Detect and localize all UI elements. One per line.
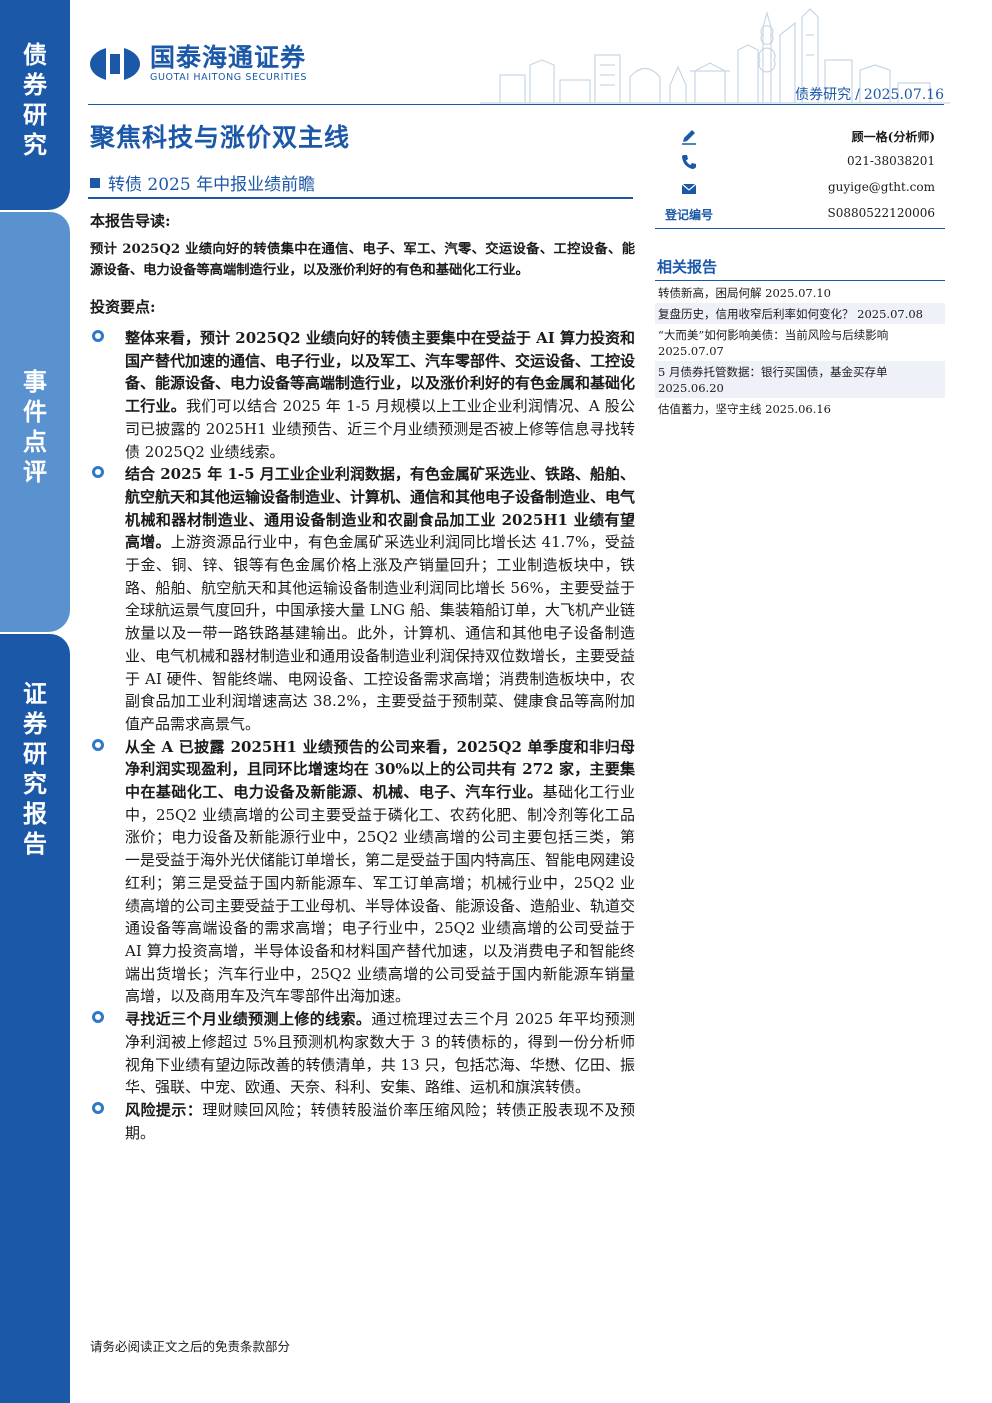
circle-bullet-icon xyxy=(92,1101,104,1114)
sidebar-char: 究 xyxy=(23,131,47,159)
key-point-text: 理财赎回风险；转债转股溢价率压缩风险；转债正股表现不及预期。 xyxy=(125,1100,635,1142)
analyst-info: 顾一格(分析师) 021-38038201 guyige@gtht.com 登记… xyxy=(655,125,945,229)
key-points-list: 整体来看，预计 2025Q2 业绩向好的转债主要集中在受益于 AI 算力投资和国… xyxy=(90,327,635,1144)
key-point-bold: 风险提示： xyxy=(125,1100,203,1119)
sidebar-category-event-comment: 事 件 点 评 xyxy=(0,212,70,632)
related-report-item[interactable]: 5 月债券托管数据：银行买国债，基金买存单 2025.06.20 xyxy=(655,361,945,398)
circle-bullet-icon xyxy=(92,738,104,751)
brand-name-cn: 国泰海通证券 xyxy=(150,43,307,72)
key-point-bold: 结合 2025 年 1-5 月工业企业利润数据，有色金属矿采选业、铁路、船舶、航… xyxy=(125,465,636,552)
report-subtitle: 转债 2025 年中报业绩前瞻 xyxy=(90,170,315,195)
title-divider xyxy=(88,197,633,199)
registration-number: S0880522120006 xyxy=(827,206,935,220)
report-title: 聚焦科技与涨价双主线 xyxy=(90,123,351,152)
analyst-name: 顾一格(分析师) xyxy=(851,130,935,144)
header-meta: 债券研究/2025.07.16 xyxy=(795,84,944,104)
intro-text: 预计 2025Q2 业绩向好的转债集中在通信、电子、军工、汽零、交运设备、工控设… xyxy=(90,242,635,278)
square-bullet-icon xyxy=(90,177,100,188)
mail-icon xyxy=(681,183,697,194)
key-point: 从全 A 已披露 2025H1 业绩预告的公司来看，2025Q2 单季度和非归母… xyxy=(90,736,635,1008)
key-point-text: 基础化工行业中，25Q2 业绩高增的公司主要受益于磷化工、农药化肥、制冷剂等化工… xyxy=(125,783,636,1006)
sidebar-char: 事 xyxy=(23,368,47,396)
intro-heading: 本报告导读: xyxy=(90,212,171,230)
key-point: 整体来看，预计 2025Q2 业绩向好的转债主要集中在受益于 AI 算力投资和国… xyxy=(90,327,635,463)
key-point-bold: 寻找近三个月业绩预测上修的线索。 xyxy=(125,1010,372,1029)
sidebar-char: 券 xyxy=(23,71,47,99)
analyst-email[interactable]: guyige@gtht.com xyxy=(827,180,935,194)
sidebar-char: 券 xyxy=(23,710,47,738)
circle-bullet-icon xyxy=(92,466,104,479)
related-report-item[interactable]: 转债新高，困局何解 2025.07.10 xyxy=(658,286,831,300)
sidebar-category-research-report: 证 券 研 究 报 告 xyxy=(0,634,70,1403)
related-divider xyxy=(655,280,945,281)
report-date: 2025.07.16 xyxy=(863,87,944,103)
sidebar-char: 件 xyxy=(23,398,47,426)
key-point: 寻找近三个月业绩预测上修的线索。通过梳理过去三个月 2025 年平均预测净利润被… xyxy=(90,1008,635,1099)
sidebar-char: 研 xyxy=(23,101,47,129)
sidebar-char: 证 xyxy=(23,680,47,708)
pen-icon xyxy=(682,130,696,145)
report-category: 债券研究 xyxy=(795,87,852,103)
related-reports-title: 相关报告 xyxy=(657,258,718,276)
sidebar-char: 告 xyxy=(23,830,47,858)
key-point-text: 上游资源品行业中，有色金属矿采选业利润同比增长达 41.7%，受益于金、铜、锌、… xyxy=(125,533,636,733)
report-subtitle-text: 转债 2025 年中报业绩前瞻 xyxy=(108,175,316,195)
key-point-bold: 整体来看，预计 2025Q2 业绩向好的转债主要集中在受益于 AI 算力投资和国… xyxy=(125,329,636,416)
key-point: 风险提示：理财赎回风险；转债转股溢价率压缩风险；转债正股表现不及预期。 xyxy=(90,1099,635,1144)
analyst-divider xyxy=(655,228,945,229)
related-reports-list: 转债新高，困局何解 2025.07.10 复盘历史，信用收窄后利率如何变化？ 2… xyxy=(655,282,945,419)
sidebar-category-bond-research: 债 券 研 究 xyxy=(0,0,70,210)
key-point-bold: 从全 A 已披露 2025H1 业绩预告的公司来看，2025Q2 单季度和非归母… xyxy=(125,737,635,802)
circle-bullet-icon xyxy=(92,330,104,342)
header-divider xyxy=(88,104,944,105)
brand-name-en: GUOTAI HAITONG SECURITIES xyxy=(150,72,308,83)
circle-bullet-icon xyxy=(92,1011,104,1024)
city-skyline-illustration xyxy=(480,8,950,104)
key-point-text: 我们可以结合 2025 年 1-5 月规模以上工业企业利润情况、A 股公司已披露… xyxy=(125,397,635,461)
registration-label: 登记编号 xyxy=(665,208,714,222)
key-point-text: 通过梳理过去三个月 2025 年平均预测净利润被上修超过 5%且预测机构家数大于… xyxy=(125,1010,635,1097)
key-points-heading: 投资要点: xyxy=(90,298,156,316)
sidebar-char: 究 xyxy=(23,770,47,798)
brand-logo: 国泰海通证券 GUOTAI HAITONG SECURITIES xyxy=(88,44,307,83)
phone-icon xyxy=(682,155,696,169)
meta-separator: / xyxy=(855,87,860,103)
disclaimer-note: 请务必阅读正文之后的免责条款部分 xyxy=(90,1339,291,1354)
related-report-item[interactable]: “大而美”如何影响美债：当前风险与后续影响 2025.07.07 xyxy=(658,328,889,358)
related-report-item[interactable]: 复盘历史，信用收窄后利率如何变化？ 2025.07.08 xyxy=(655,303,945,324)
sidebar-char: 报 xyxy=(23,800,47,828)
sidebar-char: 研 xyxy=(23,740,47,768)
analyst-phone: 021-38038201 xyxy=(846,154,935,168)
main-content: 本报告导读: 预计 2025Q2 业绩向好的转债集中在通信、电子、军工、汽零、交… xyxy=(90,210,635,1144)
sidebar-char: 点 xyxy=(23,428,47,456)
sidebar-char: 评 xyxy=(23,458,47,486)
related-report-item[interactable]: 估值蓄力，坚守主线 2025.06.16 xyxy=(658,402,831,416)
key-point: 结合 2025 年 1-5 月工业企业利润数据，有色金属矿采选业、铁路、船舶、航… xyxy=(90,463,635,735)
sidebar-char: 债 xyxy=(23,41,47,69)
brand-logo-icon xyxy=(90,46,140,81)
